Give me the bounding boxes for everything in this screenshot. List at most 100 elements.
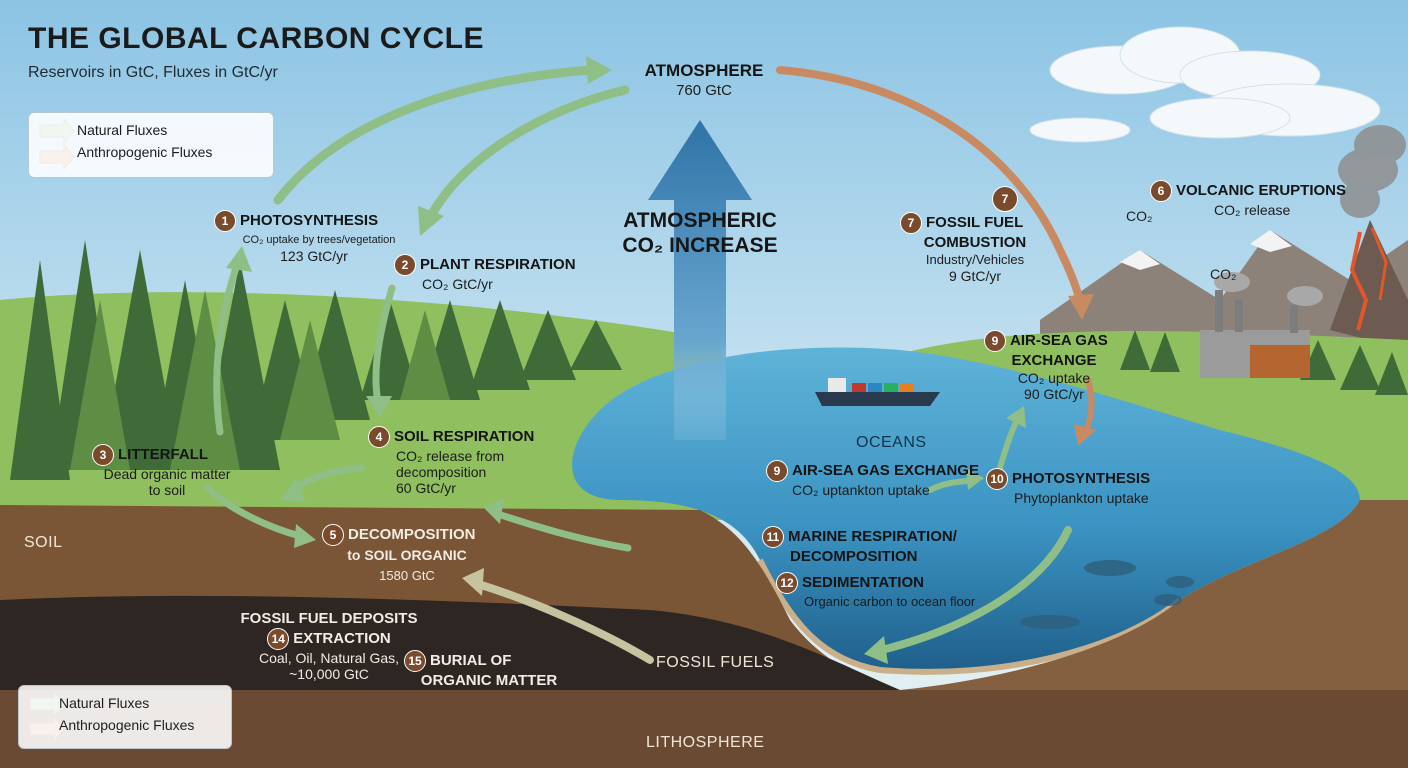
legend-anthropogenic-label: Anthropogenic Fluxes [77,144,213,160]
volcanic-desc: CO₂ release [1214,202,1291,218]
ship [815,378,940,406]
air-sea-lower-desc: CO₂ uptankton uptake [792,482,930,498]
legend-natural-row: Natural Fluxes [77,119,261,141]
clouds [1029,26,1381,143]
photosynthesis-title: PHOTOSYNTHESIS [240,211,379,229]
legend-bottom-anthropogenic-label: Anthropogenic Fluxes [59,717,195,733]
badge-6: 6 [1150,180,1172,202]
fossil-layer [0,595,900,700]
badge-11: 11 [762,526,784,548]
zone-soil: SOIL [24,534,63,551]
fossil-combustion-title2: COMBUSTION [923,234,1027,251]
badge-14: 14 [267,628,290,650]
legend-bottom-natural-row: Natural Fluxes [59,692,219,714]
co2-tag-factory: CO₂ [1210,266,1237,282]
badge-5: 5 [322,524,344,546]
air-sea-upper-desc: CO₂ uptake [1017,370,1091,386]
fossil-combustion-title1: FOSSIL FUEL [926,213,1024,231]
air-sea-lower-title: AIR-SEA GAS EXCHANGE [792,461,979,479]
factory [1200,272,1323,378]
decomposition-title2: to SOIL ORGANIC [347,547,467,563]
volcano-smoke [1338,125,1406,218]
photosynthesis-value: 123 GtC/yr [280,248,348,264]
decomposition-value: 1580 GtC [379,568,435,583]
air-sea-upper-value: 90 GtC/yr [1024,386,1084,402]
soil-respiration-value: 60 GtC/yr [396,480,456,496]
decomposition-title1: DECOMPOSITION [348,525,476,543]
right-crust [900,500,1408,690]
extraction-header: FOSSIL FUEL DEPOSITS [240,610,418,627]
ocean-photosynthesis-title: PHOTOSYNTHESIS [1012,469,1151,487]
badge-7-top: 7 [992,186,1018,212]
atmospheric-increase-label: ATMOSPHERIC CO₂ INCREASE [590,208,810,258]
atmosphere-value: 760 GtC [676,82,732,99]
badge-1: 1 [214,210,236,232]
ocean-photosynthesis-desc: Phytoplankton uptake [1014,490,1149,506]
soil-respiration-desc1: CO₂ release from [396,448,505,464]
legend-bottom-anthropogenic-row: Anthropogenic Fluxes [59,714,219,736]
fish [1020,560,1194,629]
diagram-subtitle: Reservoirs in GtC, Fluxes in GtC/yr [28,64,278,81]
mountains [1040,220,1408,360]
sedimentation-title: SEDIMENTATION [802,573,924,591]
badge-15: 15 [404,650,426,672]
air-sea-upper-title2: EXCHANGE [1011,352,1097,369]
burial-title2: ORGANIC MATTER [420,672,558,689]
legend-top: Natural Fluxes Anthropogenic Fluxes [28,112,274,178]
photosynthesis-desc: CO₂ uptake by trees/vegetation [242,234,396,246]
extraction-title: EXTRACTION [293,629,391,647]
fossil-combustion-desc: Industry/Vehicles [925,252,1025,267]
lithosphere [0,690,1408,768]
burial-title1: BURIAL OF [430,651,512,669]
legend-bottom-natural-label: Natural Fluxes [59,695,150,711]
diagram-title: THE GLOBAL CARBON CYCLE [28,22,484,55]
atmosphere-reservoir: ATMOSPHERE 760 GtC [614,62,794,99]
badge-10: 10 [986,468,1008,490]
plant-respiration-desc: CO₂ GtC/yr [422,276,493,292]
litterfall-desc2: to soil [148,482,186,498]
volcanic-title: VOLCANIC ERUPTIONS [1176,181,1347,199]
soil-respiration-desc2: decomposition [396,464,487,480]
co2-tag-volcano: CO₂ [1126,208,1153,224]
litterfall-desc1: Dead organic matter [103,466,231,482]
badge-9-upper: 9 [984,330,1006,352]
soil-respiration-title: SOIL RESPIRATION [394,427,535,445]
marine-respiration-title2: DECOMPOSITION [790,548,918,565]
air-sea-upper-title1: AIR-SEA GAS [1010,331,1108,349]
atmospheric-increase-arrow [648,120,752,440]
flux-arrows [204,56,1096,664]
ocean [572,347,1360,672]
plant-respiration-title: PLANT RESPIRATION [420,255,576,273]
atmospheric-increase-line1: ATMOSPHERIC [623,209,777,232]
fossil-combustion-value: 9 GtC/yr [948,268,1002,284]
zone-oceans: OCEANS [856,434,927,451]
atmospheric-increase-line2: CO₂ INCREASE [622,234,778,257]
legend-bottom: Natural Fluxes Anthropogenic Fluxes [18,685,232,749]
zone-lithosphere: LITHOSPHERE [646,734,765,751]
marine-respiration-title1: MARINE RESPIRATION/ [788,527,957,545]
badge-12: 12 [776,572,798,594]
badge-2: 2 [394,254,416,276]
extraction-desc2: ~10,000 GtC [289,666,369,682]
